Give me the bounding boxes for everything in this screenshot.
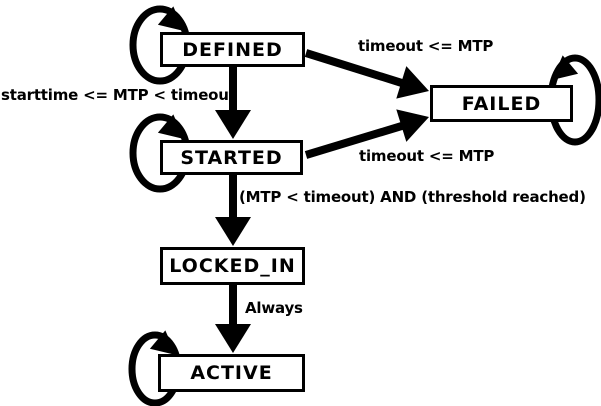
state-label-locked-in: LOCKED_IN (169, 255, 296, 277)
state-label-failed: FAILED (461, 92, 542, 115)
edge-defined-to-failed-arrow (304, 49, 429, 99)
state-node-active: ACTIVE (158, 354, 305, 392)
edge-started-to-failed-arrow (304, 109, 429, 159)
state-node-failed: FAILED (430, 85, 573, 122)
state-node-defined: DEFINED (160, 32, 305, 67)
state-node-locked-in: LOCKED_IN (160, 247, 305, 285)
state-label-started: STARTED (180, 146, 283, 169)
edge-label-defined-to-started: starttime <= MTP < timeout (1, 86, 236, 104)
state-label-defined: DEFINED (182, 38, 283, 61)
edge-label-started-to-locked-in: (MTP < timeout) AND (threshold reached) (239, 188, 586, 206)
state-label-active: ACTIVE (190, 362, 273, 384)
edge-label-defined-to-failed: timeout <= MTP (358, 37, 494, 55)
state-node-started: STARTED (160, 140, 303, 175)
edge-locked-in-to-active-arrow (215, 284, 251, 353)
edge-started-to-locked-in-arrow (215, 174, 251, 246)
edge-label-started-to-failed: timeout <= MTP (359, 147, 495, 165)
edge-defined-to-started-arrow (215, 66, 251, 139)
edge-label-locked-in-to-active: Always (245, 299, 303, 317)
